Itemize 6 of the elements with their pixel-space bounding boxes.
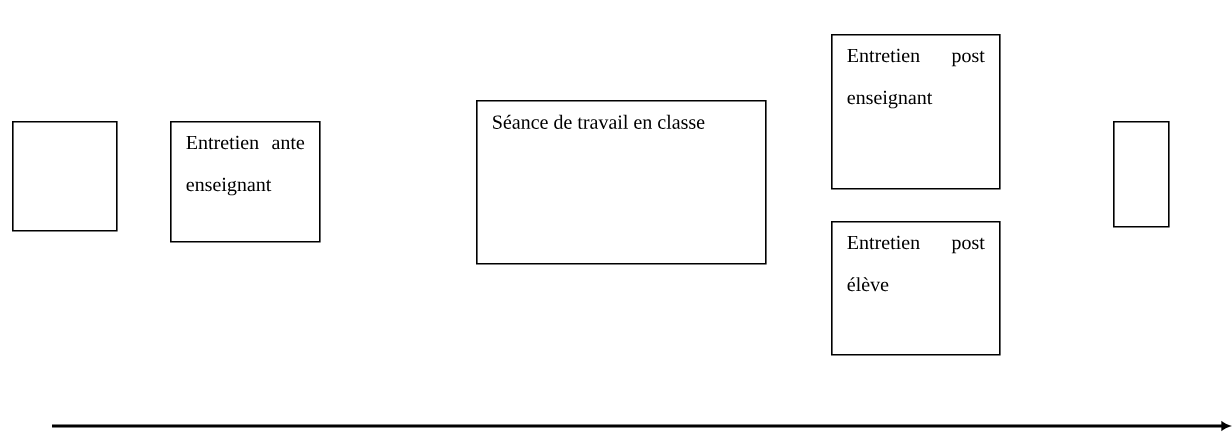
process-box: Entretien ante enseignant (170, 121, 321, 243)
process-box: Séance de travail en classe (476, 100, 767, 265)
process-box: Entretien post enseignant (831, 34, 1001, 190)
empty-box (12, 121, 118, 232)
empty-box (1113, 121, 1170, 228)
process-box: Entretien post élève (831, 221, 1001, 356)
